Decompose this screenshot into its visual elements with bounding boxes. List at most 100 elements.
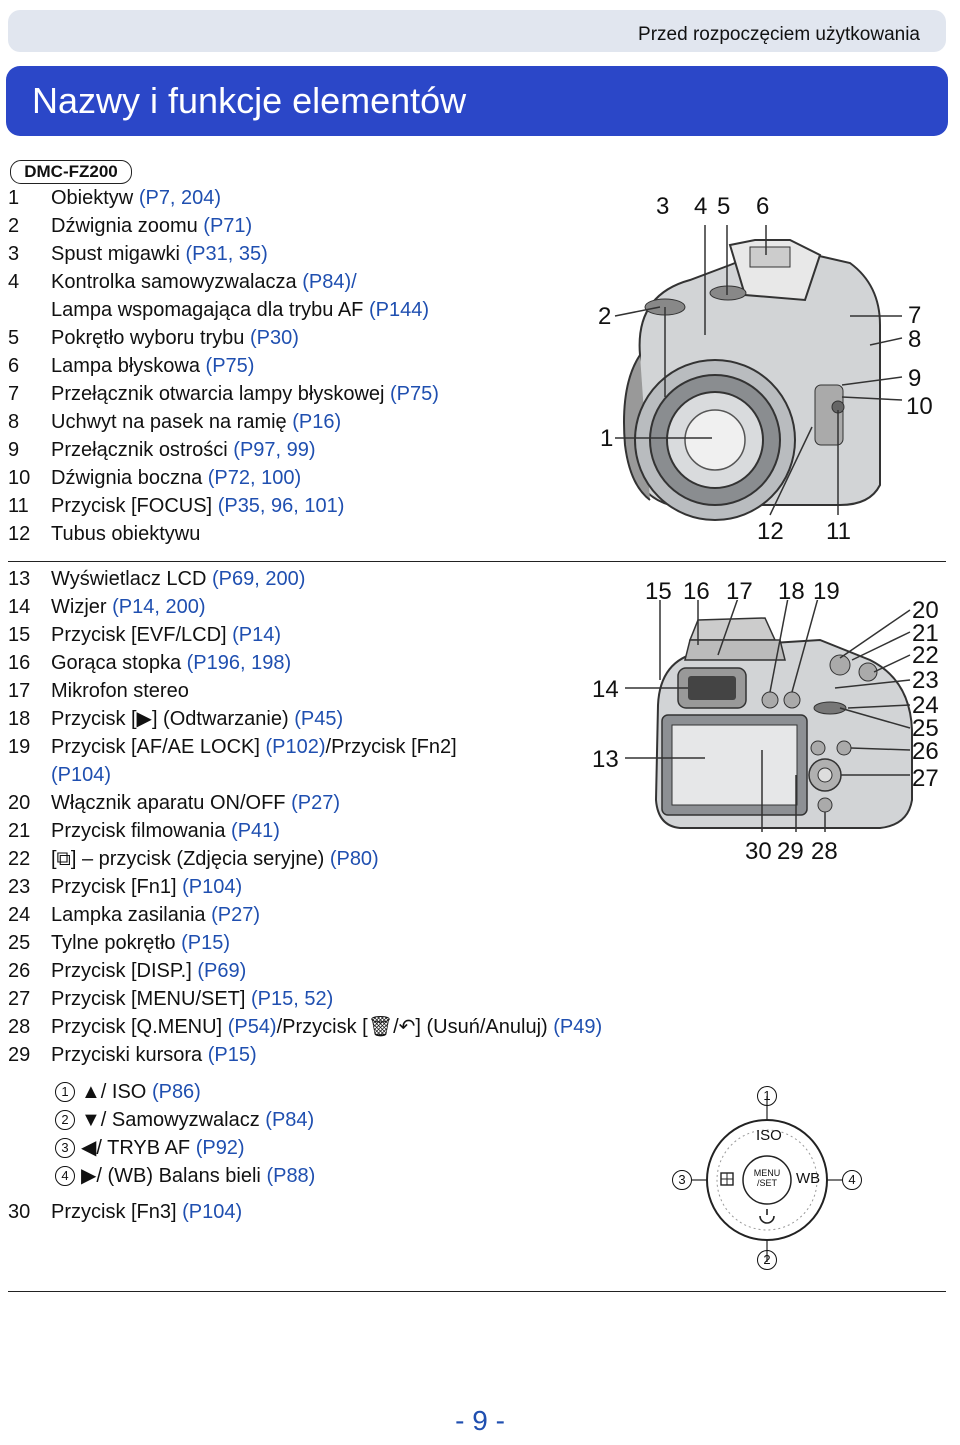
model-badge: DMC-FZ200	[10, 160, 132, 184]
page-reference-link[interactable]: (P41)	[231, 820, 280, 842]
callout-number: 22	[912, 642, 939, 669]
callout-number: 18	[778, 578, 805, 605]
section-header-bar: Przed rozpoczęciem użytkowania	[8, 10, 946, 52]
page-reference-link[interactable]: (P69)	[197, 960, 247, 982]
item-text: Przełącznik ostrości (P97, 99)	[51, 436, 316, 464]
item-number: 17	[8, 680, 31, 702]
page-reference-link[interactable]: (P14)	[232, 624, 282, 646]
callout-number: 12	[757, 518, 784, 545]
item-label: Włącznik aparatu ON/OFF	[51, 792, 286, 814]
item-text: Tubus obiektywu	[51, 520, 200, 548]
page-reference-link[interactable]: (P15)	[207, 1044, 257, 1066]
callout-number: 15	[645, 578, 672, 605]
item-text: Wizjer (P14, 200)	[51, 593, 206, 621]
callout-number: 19	[813, 578, 840, 605]
callout-number: 26	[912, 738, 939, 765]
item-text: Przyciski kursora (P15)	[51, 1041, 257, 1069]
item-label: Przycisk [Fn1]	[51, 876, 177, 898]
dial-label-right: WB	[796, 1170, 821, 1187]
item-text: Przełącznik otwarcia lampy błyskowej (P7…	[51, 380, 439, 408]
callout-number: 17	[726, 578, 753, 605]
item-text: Przycisk [Fn1] (P104)	[51, 873, 242, 901]
page-reference-link[interactable]: (P31, 35)	[185, 243, 268, 265]
callout-number: 2	[598, 303, 612, 330]
section-divider	[8, 561, 946, 562]
page-reference-link[interactable]: (P104)	[182, 876, 243, 898]
callout-number: 3	[656, 193, 670, 220]
page-reference-link[interactable]: (P196, 198)	[186, 652, 292, 674]
item-label: Przycisk [MENU/SET]	[51, 988, 246, 1010]
item-label: Przycisk [Fn3]	[51, 1201, 177, 1223]
page-reference-link[interactable]: (P88)	[266, 1165, 316, 1187]
page-reference-link[interactable]: (P86)	[151, 1081, 201, 1103]
page-reference-link[interactable]: (P16)	[292, 411, 342, 433]
page-reference-link[interactable]: (P80)	[329, 848, 379, 870]
dial-label-top: ISO	[756, 1127, 782, 1144]
item-label-tail: /Przycisk [🗑/↶] (Usuń/Anuluj)	[276, 1016, 548, 1038]
page-reference-link[interactable]: (P72, 100)	[207, 467, 302, 489]
callout-number: 28	[811, 838, 838, 865]
callout-number: 7	[908, 302, 922, 329]
item-number: 15	[8, 624, 31, 646]
item-number: 2	[8, 215, 20, 237]
item-label: Przycisk [▶] (Odtwarzanie)	[51, 708, 289, 730]
page-reference-link[interactable]: (P15)	[181, 932, 230, 954]
item-text: Tylne pokrętło (P15)	[51, 929, 230, 957]
item-number: 14	[8, 596, 31, 618]
page-reference-link[interactable]: (P35, 96, 101)	[217, 495, 345, 517]
item-text: Pokrętło wyboru trybu (P30)	[51, 324, 299, 352]
page-reference-link[interactable]: (P54)	[227, 1016, 277, 1038]
page-reference-link[interactable]: (P27)	[211, 904, 260, 926]
item-text: Wyświetlacz LCD (P69, 200)	[51, 565, 305, 593]
item-number: 3	[8, 243, 20, 265]
cursor-item: 1▲/ ISO (P86)	[55, 1078, 201, 1106]
page-reference-link[interactable]: (P84)	[265, 1109, 315, 1131]
page-reference-link[interactable]: (P14, 200)	[112, 596, 206, 618]
page-reference-link[interactable]: (P144)	[368, 299, 429, 321]
item-text: Spust migawki (P31, 35)	[51, 240, 268, 268]
page-reference-link[interactable]: (P45)	[294, 708, 344, 730]
page-reference-link[interactable]: (P15, 52)	[251, 988, 334, 1010]
item-number: 5	[8, 327, 20, 349]
item-text: Przycisk filmowania (P41)	[51, 817, 280, 845]
item-label: Przycisk [DISP.]	[51, 960, 192, 982]
callout-number: 27	[912, 765, 939, 792]
page-reference-link[interactable]: (P49)	[553, 1016, 603, 1038]
callout-number: 24	[912, 692, 939, 719]
item-text: Przycisk [Fn3] (P104)	[51, 1198, 242, 1226]
page-reference-link[interactable]: (P104)	[182, 1201, 243, 1223]
page-reference-link[interactable]: (P92)	[195, 1137, 245, 1159]
item-text: Przycisk [EVF/LCD] (P14)	[51, 621, 281, 649]
item-label: Uchwyt na pasek na ramię	[51, 411, 287, 433]
page-reference-link[interactable]: (P7, 204)	[138, 187, 222, 209]
page-reference-link[interactable]: (P104)	[51, 764, 112, 786]
item-text: (P104)	[51, 761, 111, 789]
cursor-item: 4▶/ (WB) Balans bieli (P88)	[55, 1162, 315, 1190]
page-reference-link[interactable]: (P75)	[390, 383, 439, 405]
item-number: 11	[8, 495, 29, 517]
callout-number: 5	[717, 193, 731, 220]
camera-front-illustration	[614, 225, 903, 521]
item-label: ▲/ ISO	[81, 1081, 147, 1103]
item-label: ◀/ TRYB AF	[81, 1137, 191, 1159]
page-title: Nazwy i funkcje elementów	[32, 80, 467, 121]
item-number: 27	[8, 988, 31, 1010]
page-reference-link[interactable]: (P30)	[249, 327, 299, 349]
page-reference-link[interactable]: (P69, 200)	[211, 568, 306, 590]
item-label: Gorąca stopka	[51, 652, 182, 674]
item-number: 6	[8, 355, 20, 377]
item-number: 1	[8, 187, 20, 209]
circled-number: 4	[842, 1170, 862, 1190]
page-reference-link[interactable]: (P27)	[291, 792, 340, 814]
page-reference-link[interactable]: (P71)	[203, 215, 253, 237]
item-text: Przycisk [AF/AE LOCK] (P102)/Przycisk [F…	[51, 733, 457, 761]
page-reference-link[interactable]: (P97, 99)	[233, 439, 316, 461]
page-title-bar: Nazwy i funkcje elementów	[6, 66, 948, 136]
item-number: 24	[8, 904, 31, 926]
item-text: Lampka zasilania (P27)	[51, 901, 260, 929]
item-number: 18	[8, 708, 31, 730]
page-reference-link[interactable]: (P102)	[265, 736, 326, 758]
page-reference-link[interactable]: (P84)/	[302, 271, 357, 293]
item-number: 28	[8, 1016, 31, 1038]
page-reference-link[interactable]: (P75)	[205, 355, 255, 377]
